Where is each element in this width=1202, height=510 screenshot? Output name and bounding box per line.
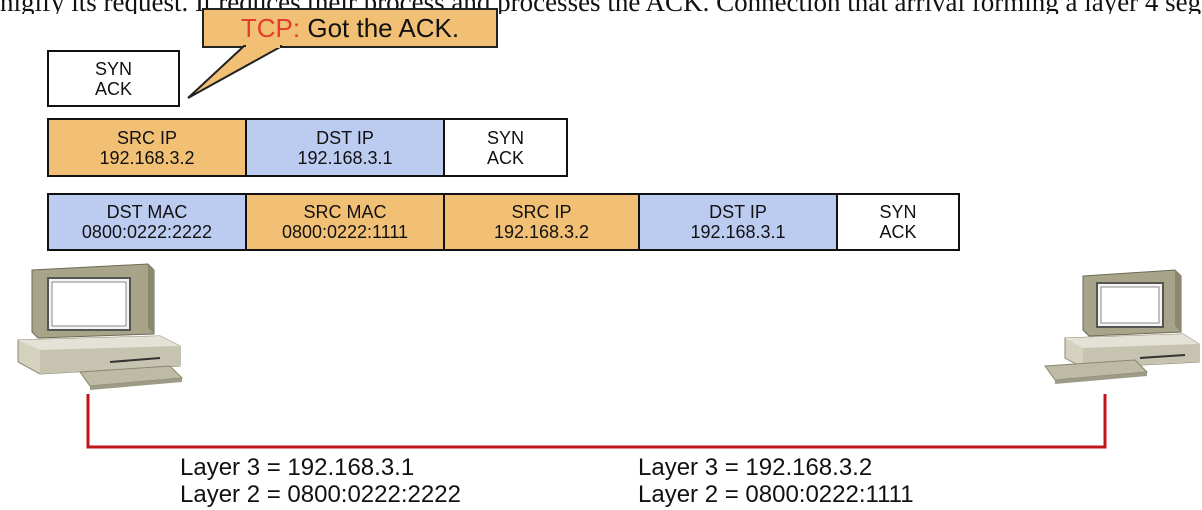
frame-src-mac: SRC MAC 0800:0222:1111 <box>245 193 445 251</box>
right-host-layer3: Layer 3 = 192.168.3.2 <box>638 454 873 481</box>
left-host-layer3: Layer 3 = 192.168.3.1 <box>180 454 415 481</box>
packet-src-ip-label: SRC IP <box>116 127 177 148</box>
frame-dst-ip: DST IP 192.168.3.1 <box>638 193 838 251</box>
frame-src-mac-value: 0800:0222:1111 <box>281 222 409 242</box>
callout-message: Got the ACK. <box>307 13 460 43</box>
frame-dst-mac: DST MAC 0800:0222:2222 <box>47 193 247 251</box>
left-host-layer2: Layer 2 = 0800:0222:2222 <box>180 481 461 508</box>
packet-src-ip: SRC IP 192.168.3.2 <box>47 118 247 177</box>
frame-dst-mac-label: DST MAC <box>106 202 188 222</box>
frame-flag-ack: ACK <box>879 222 917 242</box>
frame-src-mac-label: SRC MAC <box>303 202 387 222</box>
tcp-segment: SYN ACK <box>47 50 180 107</box>
packet-dst-ip-value: 192.168.3.1 <box>297 147 393 168</box>
right-computer-icon <box>1044 269 1200 384</box>
frame-dst-ip-label: DST IP <box>709 202 767 222</box>
frame-src-ip: SRC IP 192.168.3.2 <box>443 193 640 251</box>
left-computer-icon <box>17 263 184 390</box>
frame-dst-mac-value: 0800:0222:2222 <box>81 222 213 242</box>
frame-dst-ip-value: 192.168.3.1 <box>690 222 786 242</box>
packet-flags: SYN ACK <box>443 118 568 177</box>
tcp-flag-syn: SYN <box>94 58 132 79</box>
left-host-addresses: Layer 3 = 192.168.3.1 Layer 2 = 0800:022… <box>180 454 461 508</box>
frame-src-ip-value: 192.168.3.2 <box>493 222 590 242</box>
right-host-addresses: Layer 3 = 192.168.3.2 Layer 2 = 0800:022… <box>638 454 914 508</box>
right-host-layer2: Layer 2 = 0800:0222:1111 <box>638 481 914 508</box>
packet-src-ip-value: 192.168.3.2 <box>99 147 195 168</box>
tcp-flag-ack: ACK <box>94 78 132 99</box>
frame-flag-syn: SYN <box>879 202 917 222</box>
callout-protocol: TCP: <box>240 13 301 43</box>
packet-flag-ack: ACK <box>486 147 524 168</box>
packet-dst-ip-label: DST IP <box>316 127 374 148</box>
tcp-callout: TCP: Got the ACK. <box>202 8 498 48</box>
frame-flags: SYN ACK <box>836 193 960 251</box>
packet-flag-syn: SYN <box>486 127 524 148</box>
frame-src-ip-label: SRC IP <box>511 202 572 222</box>
packet-dst-ip: DST IP 192.168.3.1 <box>245 118 445 177</box>
